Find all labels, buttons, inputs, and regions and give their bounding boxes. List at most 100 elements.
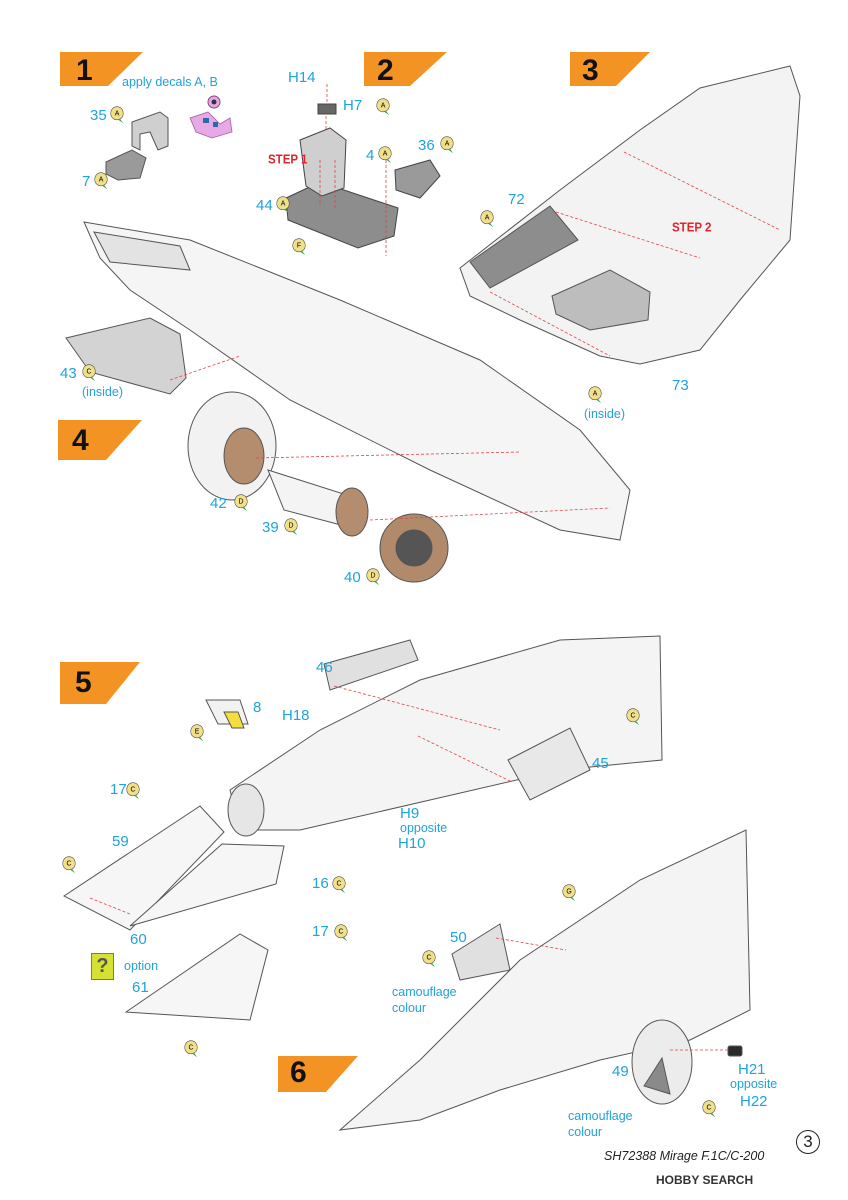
- svg-text:C: C: [337, 881, 342, 888]
- svg-text:C: C: [87, 369, 92, 376]
- svg-text:D: D: [239, 499, 244, 506]
- part-label-40: 40: [344, 569, 361, 586]
- sprue-badge-73: A: [588, 386, 602, 404]
- part-label-8: 8: [253, 699, 262, 716]
- apply-decals-note: apply decals A, B: [122, 75, 218, 89]
- sprue-badge-40: D: [366, 568, 380, 586]
- part-label-61: 61: [132, 979, 149, 996]
- step2-label: STEP 2: [672, 221, 712, 235]
- sprue-badge-7: A: [94, 172, 108, 190]
- nose-section-5: [63, 635, 663, 1021]
- svg-text:C: C: [189, 1045, 194, 1052]
- step-number-1: 1: [76, 54, 93, 87]
- camouflage-note-49a: camouflage: [568, 1109, 633, 1123]
- step-number-2: 2: [377, 54, 394, 87]
- opposite-note-H22: opposite: [730, 1077, 778, 1091]
- forward-fuselage-72-73: [459, 65, 801, 365]
- part-label-H9: H9: [400, 805, 420, 822]
- decals-A-B: [189, 95, 233, 139]
- step-number-3: 3: [582, 54, 599, 87]
- svg-text:A: A: [593, 391, 598, 398]
- sprue-badge-16: C: [332, 876, 346, 894]
- sprue-badge-72: A: [480, 210, 494, 228]
- sprue-badge-E: E: [190, 724, 204, 742]
- exhaust-parts: [187, 391, 449, 583]
- camouflage-note-50a: camouflage: [392, 985, 457, 999]
- part-label-H14: H14: [288, 69, 316, 86]
- svg-text:A: A: [281, 201, 286, 208]
- part-label-4: 4: [366, 147, 375, 164]
- step4-leaders: [169, 355, 611, 521]
- inside-note-43: (inside): [82, 385, 123, 399]
- step5-leaders: [89, 685, 513, 915]
- part-label-H21: H21: [738, 1061, 766, 1078]
- sprue-badge-G: G: [562, 884, 576, 902]
- option-note: option: [124, 959, 159, 973]
- step1-label: STEP 1: [268, 153, 308, 167]
- part-label-72: 72: [508, 191, 525, 208]
- step-number-4: 4: [72, 424, 89, 457]
- step-number-6: 6: [290, 1056, 307, 1089]
- part-label-35: 35: [90, 107, 107, 124]
- part-label-43: 43: [60, 365, 77, 382]
- svg-text:D: D: [289, 523, 294, 530]
- part-label-45: 45: [592, 755, 609, 772]
- step-flags: [58, 52, 650, 1092]
- sprue-badge-42: D: [234, 494, 248, 512]
- part-label-73: 73: [672, 377, 689, 394]
- svg-text:C: C: [707, 1105, 712, 1112]
- opposite-note-H10: opposite: [400, 821, 448, 835]
- svg-text:A: A: [485, 215, 490, 222]
- sprue-badge-H7: A: [376, 98, 390, 116]
- sprue-badge-43: C: [82, 364, 96, 382]
- kit-title: SH72388 Mirage F.1C/C-200: [604, 1149, 765, 1163]
- sprue-badge-50: C: [422, 950, 436, 968]
- part-label-46: 46: [316, 659, 333, 676]
- sprue-badge-61: C: [184, 1040, 198, 1058]
- sprue-badge-17a: C: [126, 782, 140, 800]
- svg-text:E: E: [195, 729, 200, 736]
- svg-text:C: C: [131, 787, 136, 794]
- svg-text:A: A: [381, 103, 386, 110]
- svg-text:A: A: [115, 111, 120, 118]
- part-label-17b: 17: [312, 923, 329, 940]
- sprue-badge-35: A: [110, 106, 124, 124]
- part-label-16: 16: [312, 875, 329, 892]
- part-label-36: 36: [418, 137, 435, 154]
- step2-leaders: [319, 84, 387, 256]
- svg-text:D: D: [371, 573, 376, 580]
- part-label-44: 44: [256, 197, 273, 214]
- svg-text:A: A: [99, 177, 104, 184]
- watermark: HOBBY SEARCH: [656, 1173, 754, 1187]
- sprue-badge-17b: C: [334, 924, 348, 942]
- part-label-60: 60: [130, 931, 147, 948]
- airframe-6: [338, 829, 751, 1131]
- svg-text:C: C: [427, 955, 432, 962]
- svg-text:A: A: [383, 151, 388, 158]
- sprue-badge-49: C: [702, 1100, 716, 1118]
- svg-text:C: C: [67, 861, 72, 868]
- svg-text:G: G: [566, 889, 571, 896]
- sprue-badge-39: D: [284, 518, 298, 536]
- inside-note-73: (inside): [584, 407, 625, 421]
- seat-part-35: [105, 111, 169, 181]
- sprue-badge-F: F: [292, 238, 306, 256]
- sprue-badge-36: A: [440, 136, 454, 154]
- part-label-H10: H10: [398, 835, 426, 852]
- svg-text:A: A: [445, 141, 450, 148]
- part-label-7: 7: [82, 173, 91, 190]
- part-label-59: 59: [112, 833, 129, 850]
- page-number: 3: [796, 1130, 820, 1154]
- camouflage-note-49b: colour: [568, 1125, 603, 1139]
- part-label-17a: 17: [110, 781, 127, 798]
- step6-leaders: [495, 937, 730, 1051]
- part-label-H18: H18: [282, 707, 310, 724]
- sprue-badge-step5-right: C: [626, 708, 640, 726]
- part-label-42: 42: [210, 495, 227, 512]
- sprue-badge-44: A: [276, 196, 290, 214]
- part-label-H22: H22: [740, 1093, 768, 1110]
- step-number-5: 5: [75, 666, 92, 699]
- part-label-50: 50: [450, 929, 467, 946]
- svg-text:C: C: [339, 929, 344, 936]
